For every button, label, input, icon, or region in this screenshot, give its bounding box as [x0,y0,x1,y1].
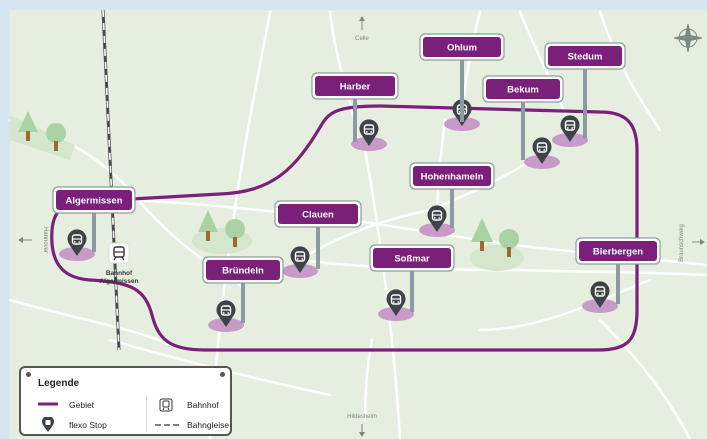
bus-stop-icon [67,229,87,256]
train-station-icon [159,398,173,412]
tree-icon [471,218,493,242]
sign-pole [616,262,620,304]
sign-pole [521,100,525,160]
sign-plate [56,190,132,210]
bus-stop-icon [560,115,580,142]
sign-pole [450,187,454,228]
legend-area-label: Gebiet [69,400,95,410]
place-sign-algermissen[interactable]: Algermissen [52,186,136,252]
place-label: Bekum [507,85,539,96]
tree-icon [46,123,66,143]
bus-stop-algermissen[interactable] [59,229,95,261]
sign-plate [278,204,358,224]
tree-icon [499,229,519,249]
bus-stop-icon [386,289,406,316]
place-sign-bekum[interactable]: Bekum [482,75,564,160]
sign-pole [583,67,587,138]
bus-stop-stedum[interactable] [552,115,588,147]
sign-pole [353,97,357,142]
bus-stop-icon [290,246,310,273]
place-sign-hohenhameln[interactable]: Hohenhameln [409,162,495,228]
bus-stop-icon [359,119,379,146]
pin-icon [220,372,225,377]
train-station-icon [113,246,125,261]
bus-stop-icon [42,417,54,432]
place-label: Bierbergen [593,247,643,258]
sign-plate [413,166,491,186]
tree-icon [198,210,218,232]
svg-text:Hildesheim: Hildesheim [347,414,377,420]
bus-stop-icon [532,137,552,164]
place-label: Harber [340,82,371,93]
place-sign-ohlum[interactable]: Ohlum [419,33,505,122]
service-area-boundary [50,104,639,352]
place-sign-br-ndeln[interactable]: Bründeln [202,256,284,323]
bus-stop-hohenhameln[interactable] [419,205,455,237]
pin-icon [26,372,31,377]
legend-stop-label: flexo Stop [69,420,107,430]
legend-rail-label: Bahngleise [187,420,230,430]
place-sign-sossmar[interactable]: Soßmar [369,244,455,312]
legend-title: Legende [38,378,80,389]
tree-group-east [470,218,524,271]
svg-text:Braunschweig: Braunschweig [679,224,685,262]
svg-text:Celle: Celle [355,36,369,42]
bus-stop-icon [590,281,610,308]
place-label: Algermissen [65,196,122,207]
legend-rail-swatch [155,424,179,426]
bus-stop-clauen[interactable] [282,246,318,278]
place-sign-clauen[interactable]: Clauen [274,200,362,269]
stops-layer [59,99,618,332]
bus-stop-bierbergen[interactable] [582,281,618,313]
bus-stop-bekum[interactable] [524,137,560,169]
sign-plate [206,260,280,280]
station-label-line2: Algermissen [99,278,138,285]
compass-icon [673,23,703,53]
sign-plate [373,248,451,268]
legend-panel: Legende Gebiet flexo Stop Bahnhof Bahngl… [19,366,232,436]
svg-text:Hannover: Hannover [42,227,48,253]
place-label: Clauen [302,210,334,221]
bus-stop-icon [427,205,447,232]
place-sign-stedum[interactable]: Stedum [544,42,626,138]
place-label: Bründeln [222,266,264,277]
legend-divider [146,396,147,432]
sign-pole [410,269,414,312]
sign-pole [241,281,245,323]
sign-pole [460,58,464,122]
legend-station-label: Bahnhof [187,400,219,410]
place-label: Stedum [568,52,603,63]
sign-pole [316,225,320,269]
place-sign-harber[interactable]: Harber [311,72,399,142]
place-label: Ohlum [447,43,477,54]
place-label: Soßmar [394,254,430,265]
bus-stop-sossmar[interactable] [378,289,414,321]
direction-east: Braunschweig [679,224,705,262]
direction-west: Hannover [18,227,48,253]
tree-icon [225,219,245,239]
station-label-line1: Bahnhof [106,270,133,277]
train-station-algermissen[interactable]: Bahnhof Algermissen [99,242,139,285]
sign-plate [548,46,622,66]
place-sign-bierbergen[interactable]: Bierbergen [575,237,661,304]
sign-plate [315,76,395,96]
bus-stop-harber[interactable] [351,119,387,151]
sign-plate [579,241,657,261]
sign-pole [92,211,96,252]
place-label: Hohenhameln [421,172,484,183]
direction-north: Celle [355,16,369,42]
direction-south: Hildesheim [347,414,377,437]
tree-icon [18,111,38,132]
sign-plate [486,79,560,99]
tree-group-west [18,111,66,151]
tree-group-center [192,210,252,254]
legend-area-swatch [38,402,58,406]
sign-plate [423,37,501,57]
railway [101,9,121,351]
bus-stop-icon [216,300,236,327]
bus-stop-br-ndeln[interactable] [208,300,244,332]
